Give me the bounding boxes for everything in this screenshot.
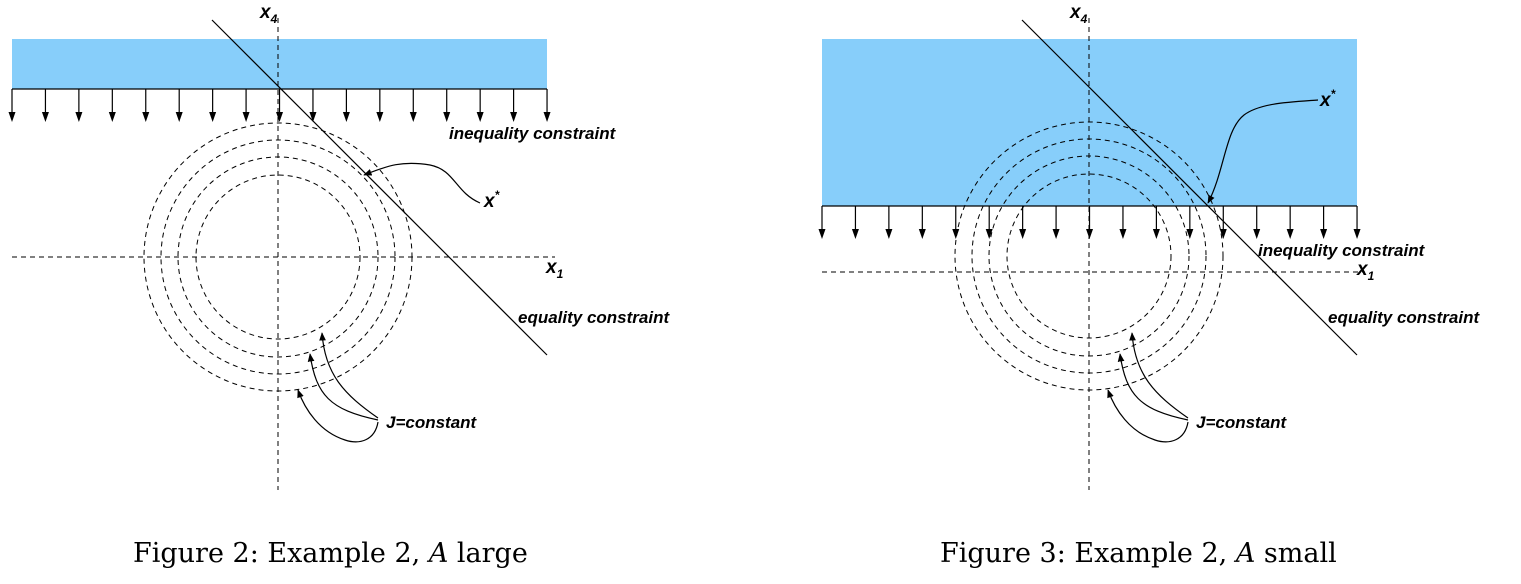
contour-pointer bbox=[297, 389, 379, 443]
constraint-arrows bbox=[818, 206, 1361, 239]
constraint-arrow-head bbox=[209, 112, 217, 122]
x1-axis-label: x1 bbox=[1356, 259, 1375, 283]
x4-axis-label: x4 bbox=[259, 2, 278, 26]
constraint-arrow-head bbox=[276, 112, 284, 122]
constraint-arrow-head bbox=[818, 229, 826, 239]
constraint-arrows bbox=[8, 89, 551, 122]
optimum-label: x* bbox=[483, 188, 501, 212]
x4-axis-label: x4 bbox=[1069, 2, 1088, 26]
constraint-arrow-head bbox=[8, 112, 16, 122]
constraint-arrow-head bbox=[885, 229, 893, 239]
constraint-arrow-head bbox=[510, 112, 518, 122]
optimum-pointer bbox=[1207, 99, 1319, 204]
constraint-arrow-head bbox=[175, 112, 183, 122]
constraint-arrow-head bbox=[443, 112, 451, 122]
contour-pointer bbox=[1117, 353, 1189, 421]
optimum-pointer bbox=[363, 162, 481, 204]
contour-pointer bbox=[1107, 389, 1189, 443]
constraint-arrow-head bbox=[142, 112, 150, 122]
constraint-arrow-head bbox=[108, 112, 116, 122]
constraint-arrow-head bbox=[1086, 229, 1094, 239]
constraint-arrow-head bbox=[342, 112, 350, 122]
constraint-arrow-head bbox=[376, 112, 384, 122]
figure-caption: Figure 3: Example 2, A small bbox=[940, 538, 1337, 569]
inequality-constraint-label: inequality constraint bbox=[449, 124, 617, 143]
equality-constraint-line bbox=[211, 19, 548, 356]
constraint-arrow-head bbox=[543, 112, 551, 122]
contour-circle bbox=[177, 156, 379, 358]
constraint-arrow-head bbox=[1119, 229, 1127, 239]
constraint-arrow-head bbox=[1186, 229, 1194, 239]
constraint-arrow-head bbox=[1219, 229, 1227, 239]
contour-circle bbox=[160, 139, 396, 375]
contour-pointer bbox=[319, 332, 379, 419]
optimum-label: x* bbox=[1319, 87, 1337, 111]
contour-circle bbox=[195, 174, 361, 340]
constraint-arrow-head bbox=[851, 229, 859, 239]
constraint-arrow-head bbox=[918, 229, 926, 239]
constraint-arrow-head bbox=[1286, 229, 1294, 239]
inequality-constraint-label: inequality constraint bbox=[1258, 241, 1426, 260]
constraint-arrow-head bbox=[242, 112, 250, 122]
constraint-arrow-head bbox=[476, 112, 484, 122]
constraint-arrow-head bbox=[1152, 229, 1160, 239]
constraint-arrow-head bbox=[1019, 229, 1027, 239]
equality-constraint-label: equality constraint bbox=[518, 308, 670, 327]
x1-axis-label: x1 bbox=[545, 257, 564, 281]
contour-label: J=constant bbox=[386, 413, 478, 432]
feasible-region bbox=[12, 39, 547, 89]
figure-2: x4 x1 x* inequality constraint equality … bbox=[8, 2, 670, 569]
constraint-arrow-head bbox=[75, 112, 83, 122]
figure-3: x4 x1 x* inequality constraint equality … bbox=[818, 2, 1480, 569]
constraint-arrow-head bbox=[985, 229, 993, 239]
cost-contours bbox=[143, 122, 413, 392]
constraint-arrow-head bbox=[1052, 229, 1060, 239]
constraint-arrow-head bbox=[1353, 229, 1361, 239]
contour-pointer bbox=[1129, 332, 1189, 419]
constraint-arrow-head bbox=[41, 112, 49, 122]
equality-constraint-line bbox=[1021, 19, 1358, 356]
constraint-arrow-head bbox=[952, 229, 960, 239]
constraint-arrow-head bbox=[1320, 229, 1328, 239]
contour-circle bbox=[143, 122, 413, 392]
figure-caption: Figure 2: Example 2, A large bbox=[133, 538, 528, 569]
contour-label: J=constant bbox=[1196, 413, 1288, 432]
contour-pointer bbox=[307, 353, 379, 421]
constraint-arrow-head bbox=[409, 112, 417, 122]
constraint-arrow-head bbox=[309, 112, 317, 122]
constraint-arrow-head bbox=[1253, 229, 1261, 239]
equality-constraint-label: equality constraint bbox=[1328, 308, 1480, 327]
